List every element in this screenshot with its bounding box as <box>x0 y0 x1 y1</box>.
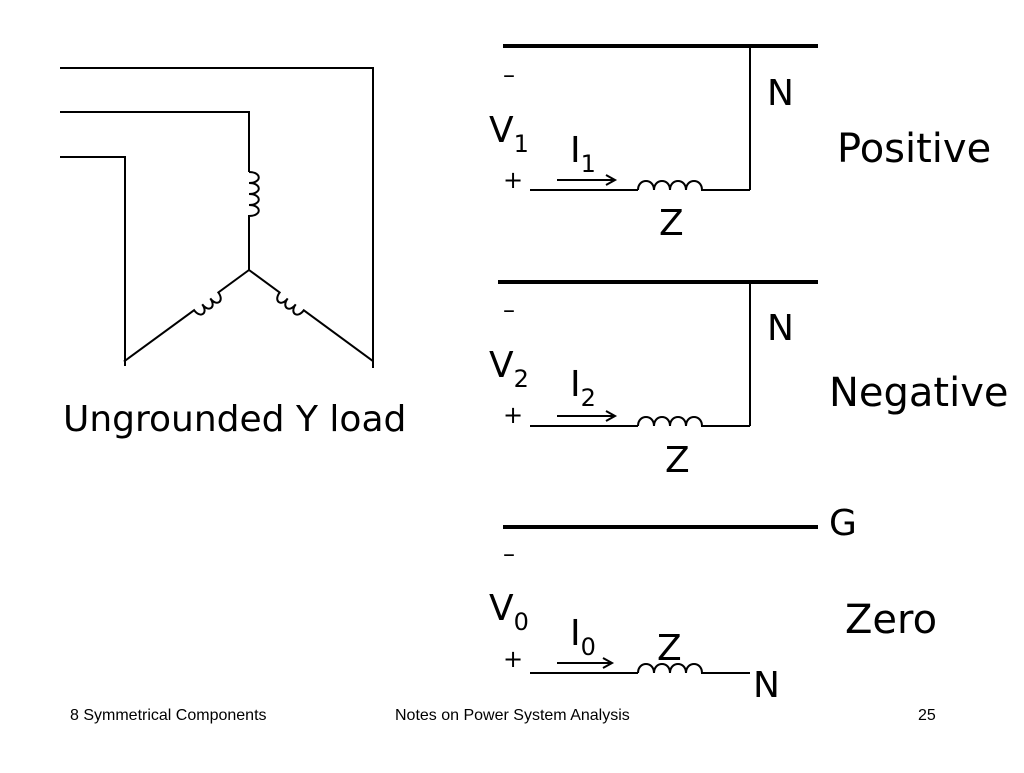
footer-section-title: 8 Symmetrical Components <box>70 707 267 724</box>
minus-sign: – <box>503 540 515 568</box>
footer-page-number: 25 <box>918 707 936 724</box>
sequence-name: Zero <box>845 597 937 643</box>
positive-sequence-network: – V1 + I1 Z N Positive <box>489 44 991 244</box>
inductor-symbol <box>637 663 750 674</box>
impedance-label: Z <box>665 440 690 481</box>
reference-label: N <box>767 308 794 349</box>
current-arrow-head <box>605 174 618 186</box>
voltage-label: V1 <box>489 110 529 158</box>
inductor-symbol <box>637 180 750 191</box>
current-arrow-head <box>602 657 615 669</box>
coil-phase-c <box>123 269 250 363</box>
voltage-label: V0 <box>489 588 529 636</box>
zero-sequence-network: – V0 + I0 Z G N Zero <box>489 503 937 706</box>
plus-sign: + <box>503 166 523 194</box>
current-label: I1 <box>570 130 596 178</box>
phase-line-c <box>60 156 126 366</box>
reference-label: N <box>767 73 794 114</box>
load-caption: Ungrounded Y load <box>63 399 406 440</box>
sequence-name: Positive <box>837 126 991 172</box>
phase-line-b <box>60 111 250 172</box>
plus-sign: + <box>503 401 523 429</box>
minus-sign: – <box>503 61 515 89</box>
coil-phase-b <box>248 171 260 270</box>
sequence-name: Negative <box>829 370 1009 416</box>
negative-sequence-network: – V2 + I2 Z N Negative <box>489 280 1009 481</box>
impedance-label: Z <box>659 203 684 244</box>
plus-sign: + <box>503 645 523 673</box>
reference-label: G <box>829 503 857 544</box>
end-node-label: N <box>753 665 780 706</box>
voltage-label: V2 <box>489 345 529 393</box>
inductor-symbol <box>637 416 750 427</box>
impedance-label: Z <box>657 628 682 669</box>
footer-course-title: Notes on Power System Analysis <box>395 707 630 724</box>
current-label: I2 <box>570 364 596 412</box>
current-label: I0 <box>570 613 596 661</box>
ungrounded-y-load: Ungrounded Y load <box>60 67 406 440</box>
coil-phase-a <box>248 269 374 362</box>
phase-line-a <box>60 67 374 368</box>
current-arrow-head <box>605 410 618 422</box>
minus-sign: – <box>503 296 515 324</box>
